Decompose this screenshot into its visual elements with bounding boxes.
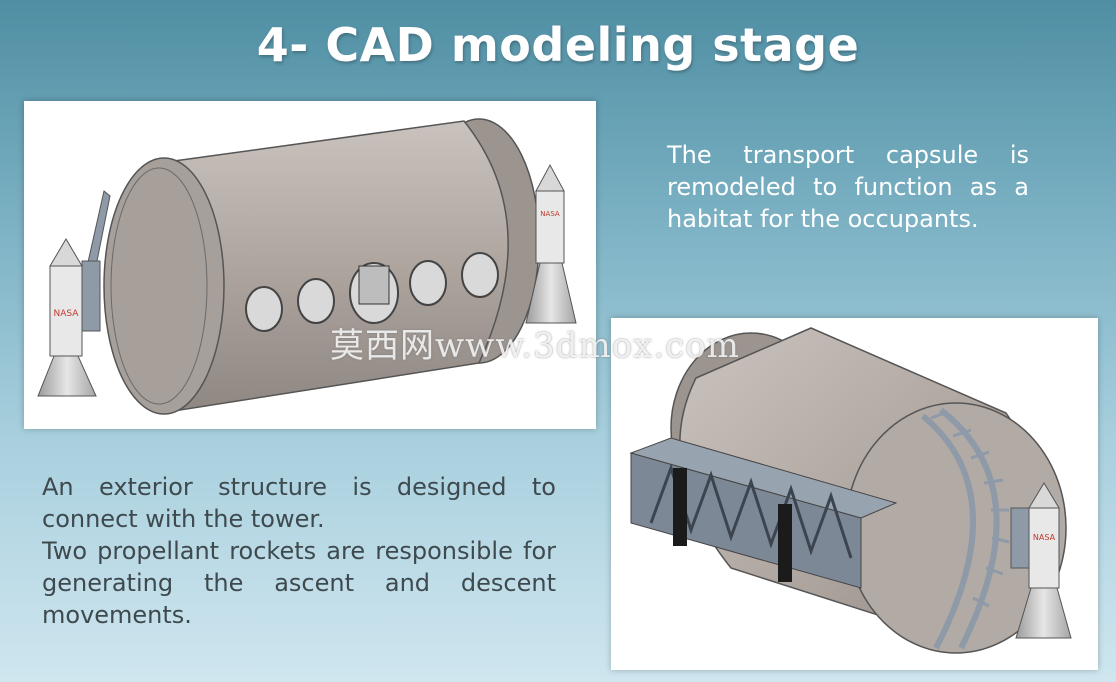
rocket-left-label: NASA [54, 309, 80, 319]
slide-title: 4- CAD modeling stage [256, 18, 860, 72]
cad-render-capsule-front: NASA NASA [24, 101, 596, 429]
structure-description: An exterior structure is designed to con… [42, 471, 556, 631]
capsule-front-drawing: NASA NASA [37, 118, 577, 415]
capsule-structure-drawing: NASA [629, 327, 1072, 654]
structure-description-line-1: An exterior structure is designed to con… [42, 473, 556, 533]
watermark: 莫西网www.3dmox.com [330, 326, 740, 366]
rocket-right-label: NASA [540, 210, 560, 218]
structure-description-line-2: Two propellant rockets are responsible f… [42, 537, 556, 629]
capsule-description: The transport capsule is remodeled to fu… [667, 141, 1029, 233]
rocket-structure-label: NASA [1033, 533, 1056, 542]
cad-render-capsule-structure: NASA [611, 318, 1098, 670]
